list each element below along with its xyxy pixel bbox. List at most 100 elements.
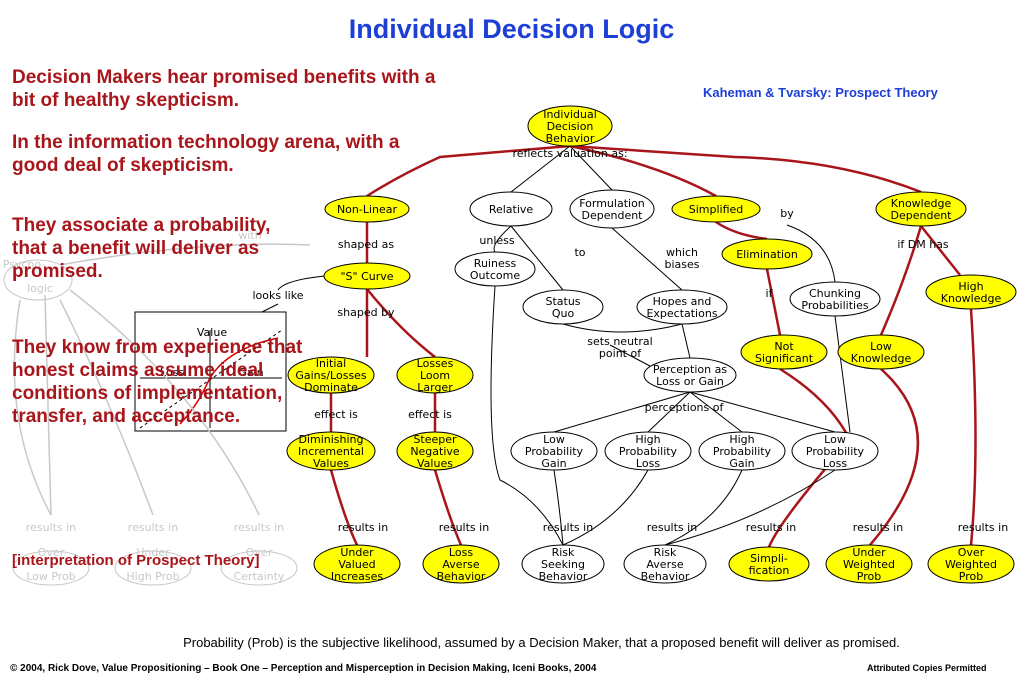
node-label: Loss or Gain [656, 375, 724, 388]
node-label: Probability [619, 445, 678, 458]
node-label: Seeking [541, 558, 585, 571]
node-shape [623, 544, 707, 584]
node-label: Knowledge [891, 197, 952, 210]
link-label-ri7: results in [958, 521, 1008, 534]
node-label: Low [543, 433, 565, 446]
node-shape [469, 191, 553, 227]
node-label: Significant [755, 352, 814, 365]
node-shape [740, 334, 828, 370]
node-label: Probability [806, 445, 865, 458]
node-label: fication [749, 564, 790, 577]
link-label-unless: unless [479, 234, 514, 247]
link-20 [493, 225, 512, 253]
link-1 [510, 145, 571, 193]
graph-gain-label: Gain [238, 366, 263, 379]
link-31 [553, 469, 564, 546]
link-24 [681, 323, 691, 359]
node-shape [324, 195, 410, 223]
node-shape [454, 251, 536, 287]
intro-paragraph: Decision Makers hear promised benefits w… [12, 67, 436, 111]
link-label-biases: biases [664, 258, 699, 271]
node-label: Low [870, 340, 892, 353]
node-shape [396, 356, 474, 394]
link-label-setsneutral: sets neutral [587, 335, 652, 348]
node-label: "S" Curve [340, 270, 393, 283]
link-36 [277, 275, 326, 291]
ghost-node-0 [12, 550, 90, 586]
node-label: Not [774, 340, 794, 353]
node-shape [721, 238, 813, 270]
node-label: Risk [654, 546, 677, 559]
node-label: Dependent [891, 209, 953, 222]
link-15 [920, 225, 961, 276]
node-shape [422, 544, 500, 584]
link-16 [879, 225, 923, 336]
ghost-label-g_under: Under [136, 546, 170, 559]
node-label: Relative [489, 203, 534, 216]
link-35 [834, 315, 851, 433]
node-relative: Relative [469, 191, 553, 227]
graph-loss-label: Loss [160, 366, 184, 379]
ghost-link-1 [44, 294, 52, 516]
link-4 [569, 144, 922, 194]
node-label: Larger [417, 381, 453, 394]
node-label: Loss [449, 546, 473, 559]
node-shape [875, 191, 967, 227]
link-19 [510, 225, 564, 291]
graph-value-label: Value [197, 326, 227, 339]
node-label: Probabilities [801, 299, 868, 312]
node-simplified: Simplified [671, 195, 761, 223]
node-shape [728, 546, 810, 582]
node-label: Dominate [304, 381, 358, 394]
link-25 [609, 344, 651, 367]
ghost-link-4 [13, 299, 52, 516]
node-shape [636, 289, 728, 325]
link-label-ri4: results in [647, 521, 697, 534]
it-paragraph: In the information technology arena, wit… [12, 132, 400, 176]
node-label: Weighted [945, 558, 997, 571]
node-label: Values [313, 457, 349, 470]
ghost-label-g_certainty: Certainty [234, 570, 285, 583]
ghost-label-g_ri3: results in [234, 521, 284, 534]
node-label: Behavior [539, 570, 588, 583]
node-shape [671, 195, 761, 223]
link-7 [366, 288, 436, 358]
node-label: Negative [410, 445, 460, 458]
link-label-ri3: results in [543, 521, 593, 534]
link-label-which: which [666, 246, 698, 259]
link-label-reflects: reflects valuation as: [512, 147, 627, 160]
node-shape [510, 431, 598, 471]
link-label-perceptionsof: perceptions of [645, 401, 725, 414]
node-label: Prob [857, 570, 881, 583]
node-shape [569, 189, 655, 229]
link-label-to: to [574, 246, 585, 259]
node-label: Elimination [736, 248, 798, 261]
ghost-node-psychologic [3, 259, 73, 301]
node-label: Formulation [579, 197, 645, 210]
ghost-label-g_over2: Over [246, 546, 273, 559]
link-13 [765, 268, 782, 336]
diagram-subtitle: Kaheman & Tvarsky: Prospect Theory [703, 85, 938, 100]
node-label: Averse [646, 558, 683, 571]
link-30 [562, 469, 649, 546]
node-label: Outcome [470, 269, 520, 282]
ghost-label-g_lowprob: Low Prob [26, 570, 76, 583]
node-shape [927, 544, 1015, 584]
link-2 [569, 145, 613, 191]
link-label-lookslike: looks like [253, 289, 304, 302]
